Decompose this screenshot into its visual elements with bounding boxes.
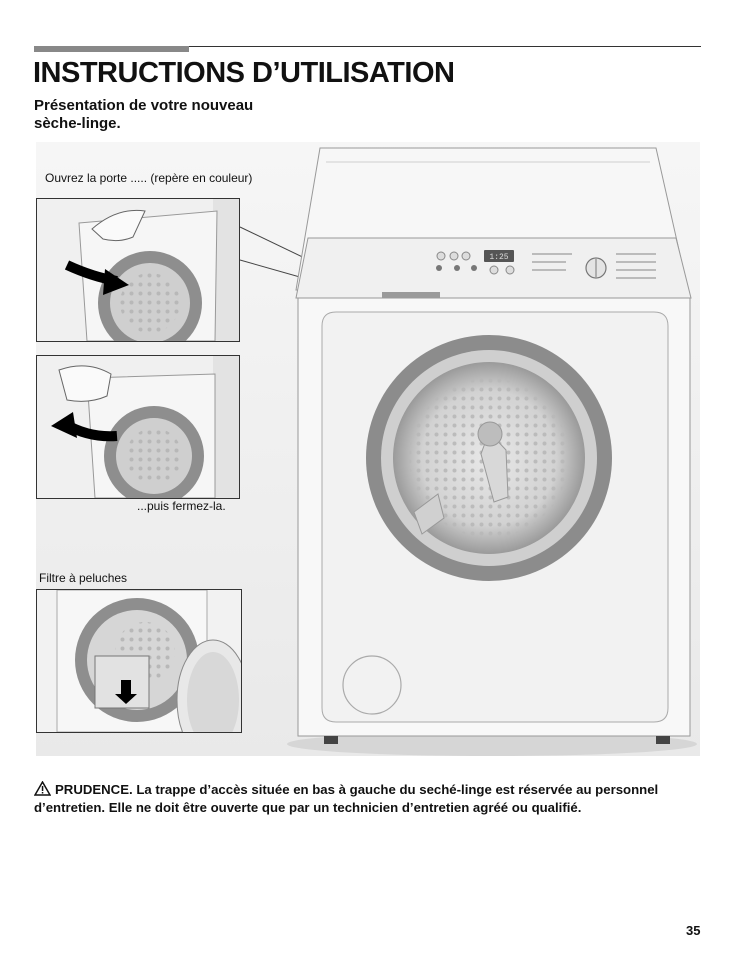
header-rule [34,46,701,47]
panel-open-door [36,198,240,342]
panel-lint-filter [36,589,242,733]
caption-open-door: Ouvrez la porte ..... (repère en couleur… [45,171,253,185]
header-accent-bar [34,46,189,52]
caution-label: PRUDENCE. [55,782,133,797]
access-panel [342,655,402,715]
dryer-illustration: 1:25 Ouvrez la porte ..... (repère en co… [36,142,700,756]
arrow-down-icon [115,680,137,704]
display-window [484,250,514,262]
caution-notice: PRUDENCE. La trappe d’accès située en ba… [34,781,704,817]
panel-close-door [36,355,240,499]
page-subtitle: Présentation de votre nouveau sèche-ling… [34,97,254,132]
door-color-marker [382,292,440,298]
caption-lint-filter: Filtre à peluches [39,571,128,585]
page-title: INSTRUCTIONS D’UTILISATION [33,57,455,89]
caution-text: La trappe d’accès située en bas à gauche… [34,782,659,815]
page-number: 35 [686,923,701,938]
warning-triangle-icon [34,781,51,796]
caption-close-door: ...puis fermez-la. [137,499,226,513]
display-readout: 1:25 [489,253,508,262]
open-door-drawing [37,199,239,341]
lint-filter-drawing [37,590,241,732]
close-door-drawing [37,356,239,498]
